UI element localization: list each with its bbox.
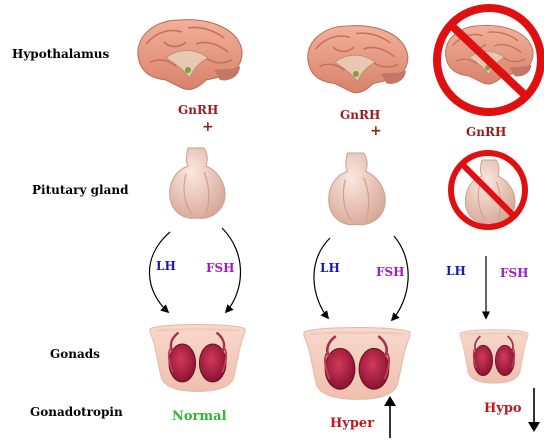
col2-fsh-label: FSH xyxy=(376,266,405,278)
down-arrow-icon xyxy=(528,388,540,432)
col1-fsh-label: FSH xyxy=(206,262,235,274)
col1-brain-icon xyxy=(138,20,242,90)
col2-plus-label: + xyxy=(370,124,382,138)
col1-gonads-icon xyxy=(150,325,245,392)
col2-gonads-icon xyxy=(304,327,410,399)
col2-lh-label: LH xyxy=(320,262,340,274)
col1-lh-label: LH xyxy=(156,260,176,272)
row-label-gonadotropin: Gonadotropin xyxy=(30,406,123,418)
col3-lh-label: LH xyxy=(446,265,466,277)
col1-status-label: Normal xyxy=(172,410,227,423)
up-arrow-icon xyxy=(384,396,396,438)
col1-plus-label: + xyxy=(202,120,214,134)
row-label-pituitary: Pitutary gland xyxy=(32,184,128,196)
col1-pituitary-icon xyxy=(170,148,225,218)
col3-fsh-label: FSH xyxy=(500,267,529,279)
row-label-gonads: Gonads xyxy=(50,348,100,360)
col3-gonads-icon xyxy=(460,330,528,384)
col1-gnrh-label: GnRH xyxy=(178,104,218,116)
col2-brain-icon xyxy=(308,26,408,93)
col2-status-label: Hyper xyxy=(330,417,374,430)
col2-pituitary-icon xyxy=(329,153,385,225)
col2-gnrh-label: GnRH xyxy=(340,109,380,121)
row-label-hypothalamus: Hypothalamus xyxy=(12,48,109,60)
col3-gnrh-label: GnRH xyxy=(466,126,506,138)
col3-status-label: Hypo xyxy=(484,402,522,415)
col2-lh-arrow xyxy=(314,238,330,318)
